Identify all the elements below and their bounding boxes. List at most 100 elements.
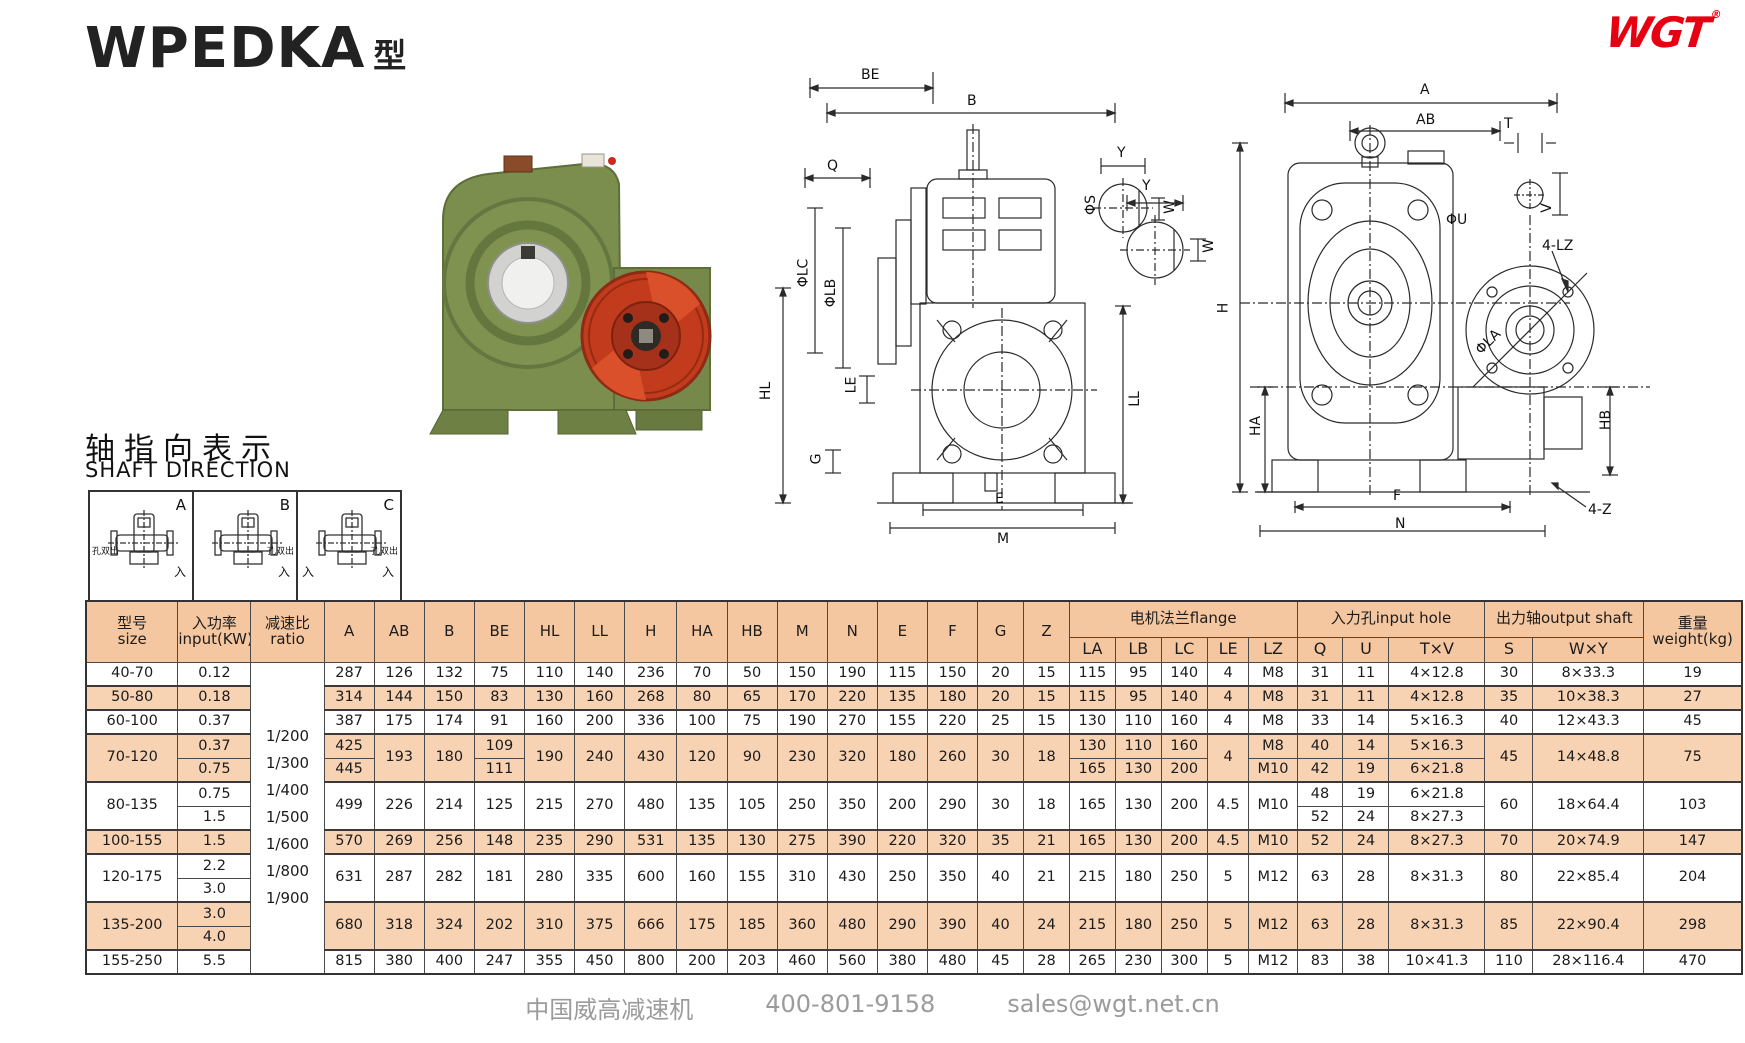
spec-cell: 499 — [323, 781, 375, 831]
spec-cell: 0.37 — [177, 709, 252, 735]
header-cell: 型号 size — [85, 600, 179, 663]
dimension-label-ΦLB: ΦLB — [823, 278, 840, 308]
spec-cell: 560 — [826, 949, 878, 975]
spec-cell: 150 — [776, 661, 828, 687]
spec-cell: 190 — [523, 733, 576, 783]
ratio-value: 1/900 — [265, 889, 310, 908]
spec-cell: 130 — [1114, 757, 1162, 783]
dimension-label-4-Z: 4-Z — [1588, 502, 1612, 518]
spec-cell: 0.18 — [177, 685, 252, 711]
spec-cell: 180 — [926, 685, 979, 711]
spec-cell: 4 — [1206, 685, 1250, 711]
spec-cell: 115 — [1068, 685, 1116, 711]
spec-cell: 600 — [624, 853, 678, 903]
front-view-linework — [775, 72, 1165, 534]
shaft-direction-box-c: C 孔双出 入 入 — [296, 490, 402, 608]
spec-cell: 204 — [1643, 853, 1743, 903]
spec-cell: 120 — [676, 733, 728, 783]
spec-cell: 200 — [1160, 829, 1208, 855]
spec-cell: 800 — [624, 949, 678, 975]
spec-cell: 320 — [926, 829, 979, 855]
spec-cell: 4 — [1206, 661, 1250, 687]
spec-cell: 20 — [977, 685, 1024, 711]
spec-cell: 200 — [1160, 757, 1208, 783]
dimension-label-H: H — [1215, 302, 1232, 314]
spec-cell: 160 — [1160, 709, 1208, 735]
spec-cell: 200 — [1160, 781, 1208, 831]
header-cell: H — [624, 600, 678, 663]
shaft-direction-title-en: SHAFT DIRECTION — [85, 458, 291, 482]
spec-cell: 130 — [726, 829, 778, 855]
spec-cell: 666 — [624, 901, 678, 951]
spec-cell: M10 — [1248, 757, 1298, 783]
ratio-value: 1/200 — [265, 727, 310, 746]
spec-cell: 95 — [1114, 685, 1162, 711]
spec-cell: 45 — [1484, 733, 1534, 783]
spec-cell: 28 — [1022, 949, 1070, 975]
spec-cell: 0.75 — [177, 757, 252, 783]
spec-cell: 105 — [726, 781, 778, 831]
dimension-label-ΦLC: ΦLC — [795, 258, 812, 288]
spec-cell: 531 — [624, 829, 678, 855]
shaft-direction-box-a: A 孔双出 入 — [88, 490, 194, 608]
spec-cell: 31 — [1296, 685, 1344, 711]
spec-cell: 120-175 — [85, 853, 179, 903]
spec-cell: 0.12 — [177, 661, 252, 687]
spec-cell: M8 — [1248, 661, 1298, 687]
spec-cell: 21 — [1022, 829, 1070, 855]
spec-cell: 336 — [624, 709, 678, 735]
spec-cell: 48 — [1296, 781, 1344, 807]
spec-cell: 30 — [977, 733, 1024, 783]
spec-cell: 185 — [726, 901, 778, 951]
spec-cell: 310 — [776, 853, 828, 903]
spec-cell: M12 — [1248, 901, 1298, 951]
spec-cell: 52 — [1296, 829, 1344, 855]
ratio-value: 1/800 — [265, 862, 310, 881]
spec-cell: 290 — [876, 901, 928, 951]
spec-cell: 387 — [323, 709, 375, 735]
spec-cell: 170 — [776, 685, 828, 711]
dimension-label-4-LZ: 4-LZ — [1542, 238, 1574, 254]
header-cell: A — [323, 600, 375, 663]
dimension-label-V: V — [1538, 203, 1555, 213]
header-cell: LL — [574, 600, 626, 663]
spec-cell: 5 — [1206, 901, 1250, 951]
spec-cell: 70-120 — [85, 733, 179, 783]
input-mark: 入 — [173, 565, 186, 579]
header-cell: 入功率 input(KW) — [177, 600, 252, 663]
spec-cell: 215 — [523, 781, 576, 831]
spec-cell: M8 — [1248, 685, 1298, 711]
header-cell: G — [977, 600, 1024, 663]
spec-cell: 5.5 — [177, 949, 252, 975]
spec-cell: 63 — [1296, 901, 1344, 951]
spec-cell: 815 — [323, 949, 375, 975]
header-cell: W×Y — [1532, 636, 1645, 663]
spec-cell: 380 — [876, 949, 928, 975]
header-cell: E — [876, 600, 928, 663]
spec-cell: 1.5 — [177, 805, 252, 831]
spec-cell: 110 — [1114, 733, 1162, 759]
brand-logo: WGT® — [1603, 8, 1722, 57]
spec-cell: 65 — [726, 685, 778, 711]
spec-cell: 126 — [373, 661, 425, 687]
spec-cell: 155 — [876, 709, 928, 735]
spec-cell: 160 — [676, 853, 728, 903]
spec-cell: 63 — [1296, 853, 1344, 903]
spec-cell: 160 — [574, 685, 626, 711]
spec-cell: 144 — [373, 685, 425, 711]
spec-cell: 250 — [876, 853, 928, 903]
header-cell: 入力孔input hole — [1296, 600, 1486, 638]
spec-cell: 175 — [676, 901, 728, 951]
spec-cell: 14 — [1342, 709, 1390, 735]
spec-cell: 18 — [1022, 781, 1070, 831]
box-letter: C — [383, 496, 394, 514]
spec-cell: 130 — [1068, 709, 1116, 735]
spec-cell: 268 — [624, 685, 678, 711]
spec-cell: 480 — [826, 901, 878, 951]
header-cell: M — [776, 600, 828, 663]
spec-cell: 300 — [1160, 949, 1208, 975]
spec-cell: 175 — [373, 709, 425, 735]
model-type-suffix: 型 — [373, 36, 408, 75]
